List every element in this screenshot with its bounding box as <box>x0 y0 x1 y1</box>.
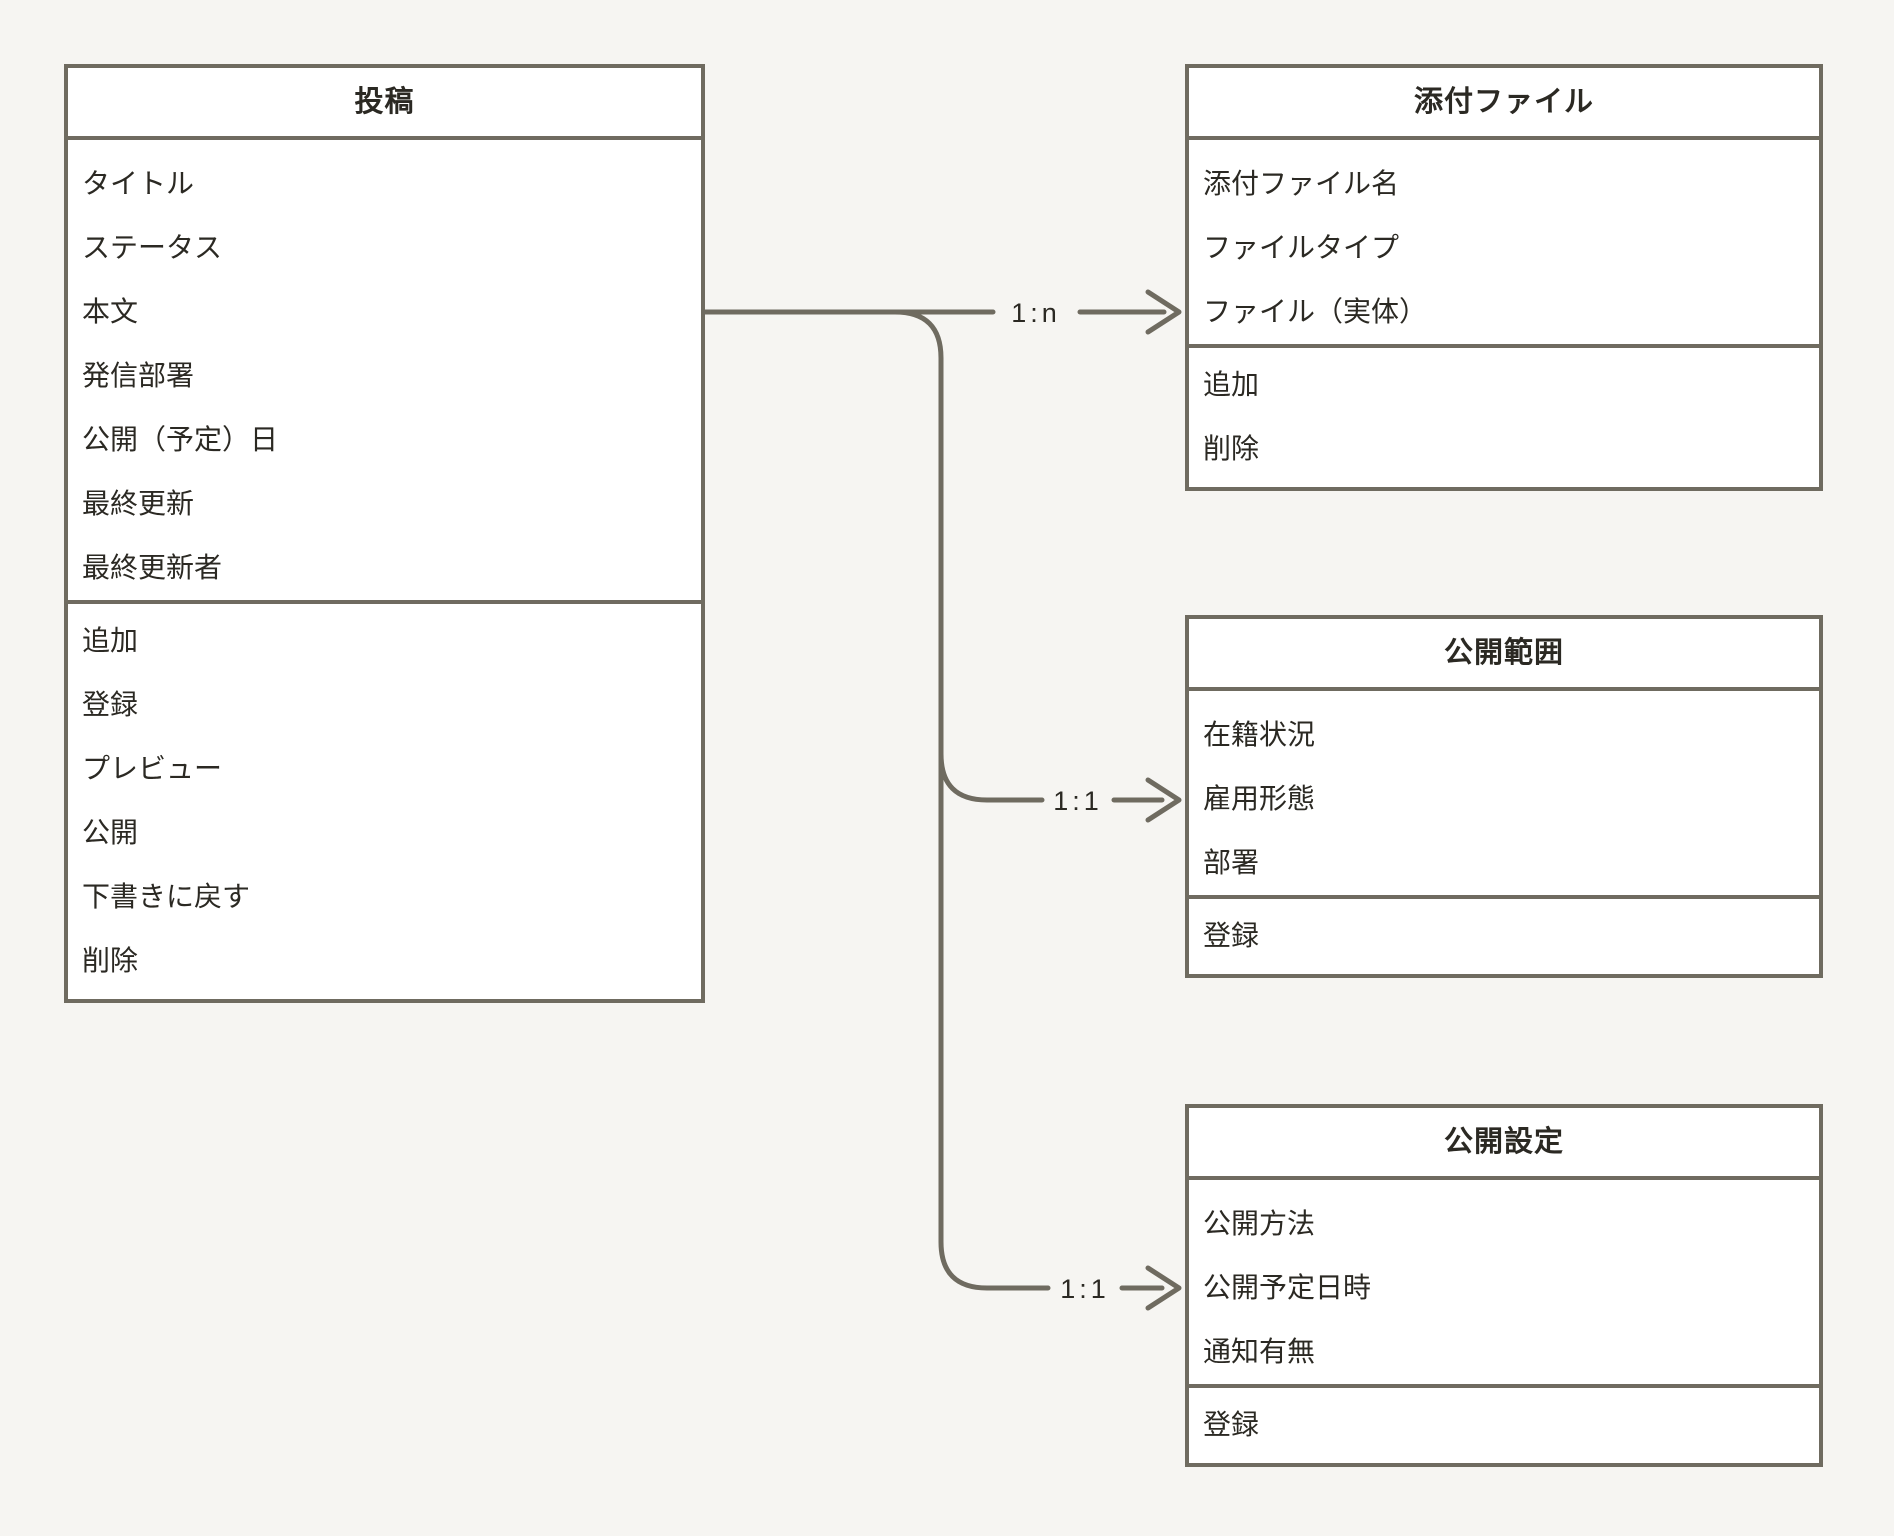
action-row: 登録 <box>82 689 139 720</box>
entity-post: 投稿 タイトル ステータス 本文 発信部署 公開（予定）日 最終更新 最終更新者… <box>64 64 705 1003</box>
action-row: 追加 <box>1203 369 1260 400</box>
cardinality-label-11-settings: 1:1 <box>1060 1274 1110 1304</box>
action-row: 公開 <box>82 817 139 848</box>
field-row: 発信部署 <box>82 360 195 391</box>
field-row: 部署 <box>1203 847 1260 878</box>
action-row: 削除 <box>82 945 139 976</box>
entity-post-actions: 追加 登録 プレビュー 公開 下書きに戻す 削除 <box>68 600 701 999</box>
entity-publish-settings-fields: 公開方法 公開予定日時 通知有無 <box>1189 1180 1819 1384</box>
entity-attachment-actions: 追加 削除 <box>1189 344 1819 487</box>
action-row: 登録 <box>1203 1409 1260 1440</box>
arrow-head-icon <box>1145 1265 1182 1311</box>
arrow-head-icon <box>1145 289 1182 335</box>
field-row: 公開予定日時 <box>1203 1272 1372 1303</box>
entity-attachment-fields: 添付ファイル名 ファイルタイプ ファイル（実体） <box>1189 140 1819 344</box>
entity-post-title: 投稿 <box>68 68 701 140</box>
field-row: 在籍状況 <box>1203 719 1316 750</box>
action-row: 削除 <box>1203 433 1260 464</box>
arrow-head-icon <box>1145 777 1182 823</box>
cardinality-label-1n: 1:n <box>1011 298 1061 328</box>
entity-publish-scope-actions: 登録 <box>1189 895 1819 974</box>
field-row: 添付ファイル名 <box>1203 168 1400 199</box>
action-row: 下書きに戻す <box>82 881 251 912</box>
field-row: ステータス <box>82 232 223 263</box>
field-row: タイトル <box>82 168 195 199</box>
entity-publish-scope-title: 公開範囲 <box>1189 619 1819 691</box>
field-row: ファイル（実体） <box>1203 296 1428 327</box>
relation-line-post-scope <box>938 751 1045 803</box>
entity-publish-settings-actions: 登録 <box>1189 1384 1819 1463</box>
field-row: ファイルタイプ <box>1203 232 1400 263</box>
action-row: プレビュー <box>82 753 223 784</box>
entity-attachment-title: 添付ファイル <box>1189 68 1819 140</box>
action-row: 追加 <box>82 625 139 656</box>
field-row: 本文 <box>82 296 139 327</box>
entity-publish-settings: 公開設定 公開方法 公開予定日時 通知有無 登録 <box>1185 1104 1823 1467</box>
field-row: 最終更新 <box>82 488 195 519</box>
entity-publish-scope: 公開範囲 在籍状況 雇用形態 部署 登録 <box>1185 615 1823 978</box>
field-row: 公開（予定）日 <box>82 424 279 455</box>
entity-publish-settings-title: 公開設定 <box>1189 1108 1819 1180</box>
relation-line-trunk <box>892 309 1051 1291</box>
cardinality-label-11-scope: 1:1 <box>1053 786 1103 816</box>
field-row: 雇用形態 <box>1203 783 1316 814</box>
action-row: 登録 <box>1203 920 1260 951</box>
entity-post-fields: タイトル ステータス 本文 発信部署 公開（予定）日 最終更新 最終更新者 <box>68 140 701 600</box>
field-row: 公開方法 <box>1203 1208 1316 1239</box>
field-row: 通知有無 <box>1203 1336 1316 1367</box>
entity-attachment: 添付ファイル 添付ファイル名 ファイルタイプ ファイル（実体） 追加 削除 <box>1185 64 1823 491</box>
field-row: 最終更新者 <box>82 552 223 583</box>
entity-publish-scope-fields: 在籍状況 雇用形態 部署 <box>1189 691 1819 895</box>
